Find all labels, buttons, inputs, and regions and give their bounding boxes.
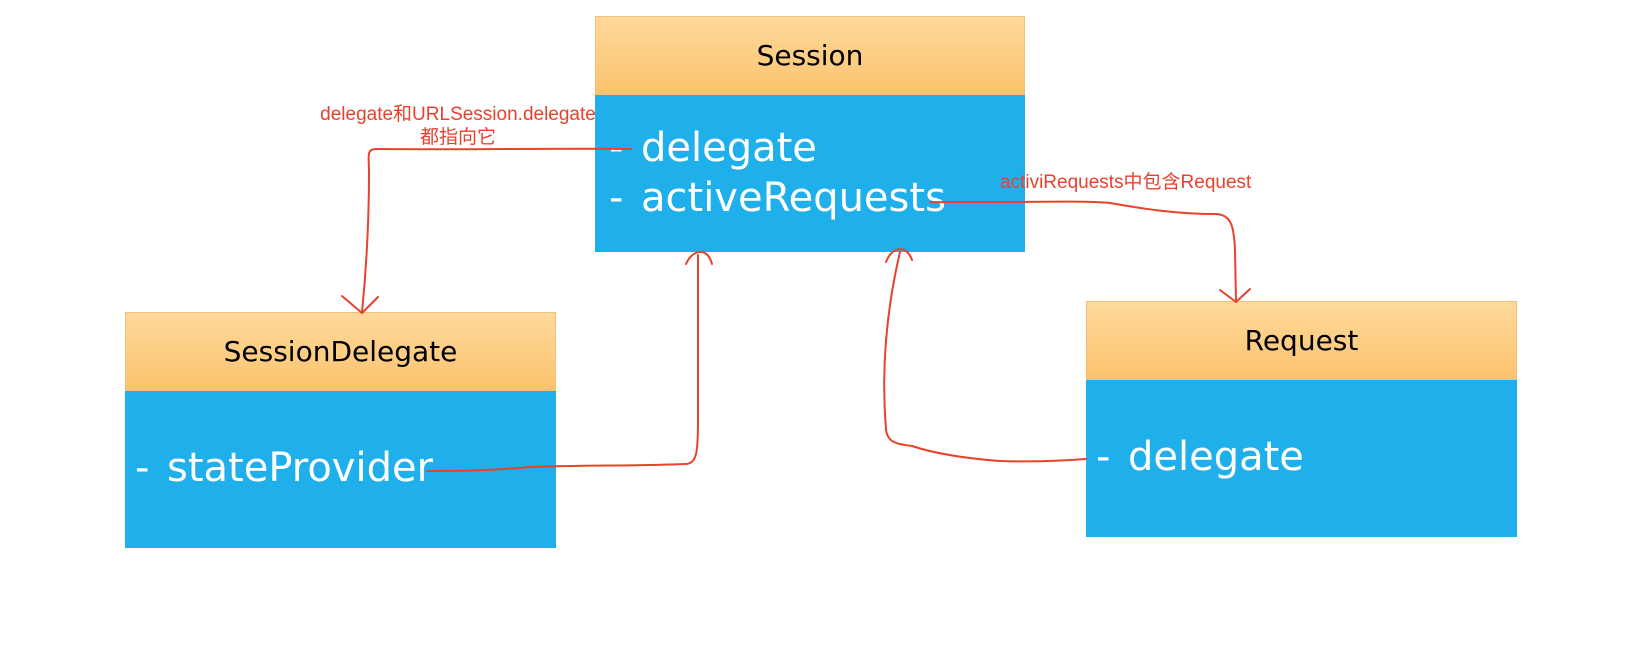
session-field-delegate: -delegate (609, 125, 817, 171)
arrow-active-requests-to-request (929, 200, 1237, 302)
arrowhead-session-left (685, 251, 713, 265)
session-title: Session (756, 39, 864, 72)
session-header: Session (595, 16, 1025, 95)
arrow-session-delegate-to-sessiondelegate (361, 147, 632, 313)
arrowhead-session-right (885, 248, 913, 263)
session-field-active-requests: -activeRequests (609, 175, 946, 221)
session-delegate-header: SessionDelegate (125, 312, 556, 391)
delegate-annotation-line2: 都指向它 (419, 126, 496, 148)
session-body (595, 95, 1025, 252)
arrowhead-request (1219, 288, 1251, 303)
session-delegate-field-state-provider: -stateProvider (135, 445, 434, 491)
session-delegate-title: SessionDelegate (223, 335, 458, 368)
requests-annotation: activiRequests中包含Request (1000, 172, 1252, 193)
delegate-annotation: delegate和URLSession.delegate 都指向它 (300, 104, 616, 150)
delegate-annotation-line1: delegate和URLSession.delegate (320, 104, 596, 125)
arrow-request-delegate-to-session (883, 251, 1087, 463)
request-box: Request -delegate (1086, 301, 1517, 537)
request-title: Request (1244, 324, 1359, 357)
request-field-delegate: -delegate (1096, 434, 1304, 480)
arrowhead-sessiondelegate (341, 295, 379, 314)
request-body (1086, 380, 1517, 537)
request-header: Request (1086, 301, 1517, 380)
session-box: Session -delegate -activeRequests (595, 16, 1025, 252)
arrow-stateprovider-to-session (426, 254, 699, 472)
